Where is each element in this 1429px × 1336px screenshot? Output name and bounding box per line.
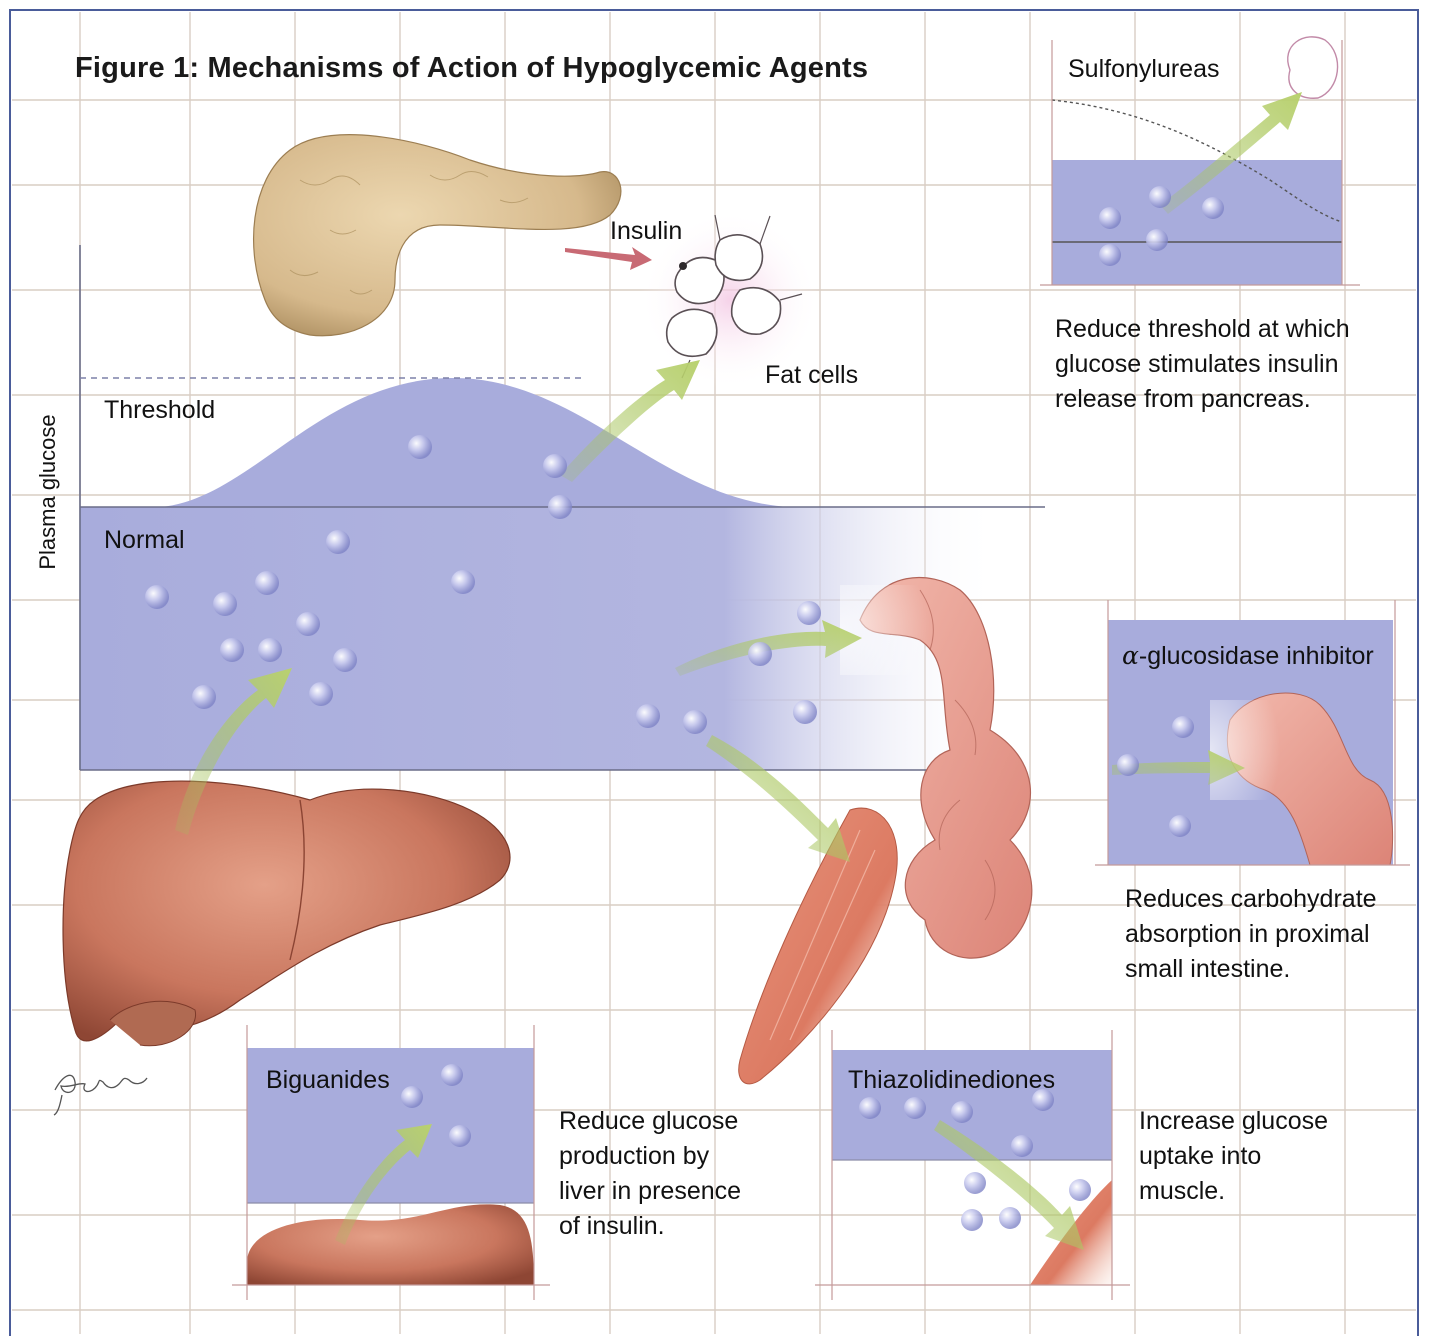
caption-line: Reduce threshold at which — [1055, 312, 1350, 347]
glucose-molecule — [1011, 1135, 1033, 1157]
glucose-molecule — [548, 495, 572, 519]
insulin-arrow — [565, 247, 652, 270]
artist-signature — [54, 1075, 147, 1115]
glucose-molecule — [1117, 754, 1139, 776]
glucose-molecule — [543, 454, 567, 478]
glucose-molecule — [1202, 197, 1224, 219]
alpha-glucosidase-name: -glucosidase inhibitor — [1139, 642, 1374, 670]
alpha-glucosidase-inset — [1095, 600, 1410, 865]
glucose-molecule — [145, 585, 169, 609]
insulin-label: Insulin — [610, 217, 682, 246]
caption-line: Reduces carbohydrate — [1125, 882, 1377, 917]
glucose-molecule — [1169, 815, 1191, 837]
caption-line: small intestine. — [1125, 952, 1377, 987]
thiazolidinediones-caption: Increase glucose uptake into muscle. — [1139, 1104, 1328, 1209]
sulfonylureas-caption: Reduce threshold at which glucose stimul… — [1055, 312, 1350, 417]
glucose-molecule — [859, 1097, 881, 1119]
sulfonylureas-label: Sulfonylureas — [1068, 55, 1219, 84]
glucose-molecule — [255, 571, 279, 595]
glucose-molecule — [636, 704, 660, 728]
glucose-molecule — [904, 1097, 926, 1119]
glucose-molecule — [964, 1172, 986, 1194]
biguanides-caption: Reduce glucose production by liver in pr… — [559, 1104, 741, 1244]
caption-line: muscle. — [1139, 1174, 1328, 1209]
caption-line: of insulin. — [559, 1209, 741, 1244]
glucose-molecule — [192, 685, 216, 709]
alpha-glucosidase-caption: Reduces carbohydrate absorption in proxi… — [1125, 882, 1377, 987]
caption-line: release from pancreas. — [1055, 382, 1350, 417]
glucose-molecule — [793, 700, 817, 724]
glucose-molecule — [296, 612, 320, 636]
glucose-molecule — [1099, 207, 1121, 229]
caption-line: Increase glucose — [1139, 1104, 1328, 1139]
pancreas — [254, 135, 621, 336]
glucose-molecule — [1146, 229, 1168, 251]
glucose-molecule — [797, 601, 821, 625]
caption-line: production by — [559, 1139, 741, 1174]
glucose-molecule — [401, 1086, 423, 1108]
glucose-molecule — [408, 435, 432, 459]
glucose-molecule — [451, 570, 475, 594]
liver — [63, 781, 510, 1046]
glucose-molecule — [1149, 186, 1171, 208]
glucose-molecule — [961, 1209, 983, 1231]
glucose-molecule — [258, 638, 282, 662]
y-axis-label: Plasma glucose — [35, 414, 61, 569]
alpha-symbol: α — [1122, 641, 1139, 670]
glucose-molecule — [748, 642, 772, 666]
glucose-molecule — [213, 592, 237, 616]
biguanides-label: Biguanides — [266, 1066, 390, 1095]
glucose-molecule — [683, 710, 707, 734]
caption-line: absorption in proximal — [1125, 917, 1377, 952]
thiazolidinediones-label: Thiazolidinediones — [848, 1066, 1055, 1095]
glucose-molecule — [326, 530, 350, 554]
glucose-molecule — [333, 648, 357, 672]
glucose-molecule — [1172, 716, 1194, 738]
glucose-molecule — [999, 1207, 1021, 1229]
caption-line: uptake into — [1139, 1139, 1328, 1174]
glucose-molecule — [441, 1064, 463, 1086]
caption-line: liver in presence — [559, 1174, 741, 1209]
glucose-molecule — [309, 682, 333, 706]
glucose-molecule — [1099, 244, 1121, 266]
glucose-molecule — [951, 1101, 973, 1123]
glucose-molecule — [449, 1125, 471, 1147]
alpha-glucosidase-label: α-glucosidase inhibitor — [1122, 641, 1374, 671]
threshold-curve-fill — [80, 378, 1000, 507]
normal-label: Normal — [104, 526, 185, 555]
glucose-molecule — [220, 638, 244, 662]
caption-line: Reduce glucose — [559, 1104, 741, 1139]
glucose-molecule — [1069, 1179, 1091, 1201]
caption-line: glucose stimulates insulin — [1055, 347, 1350, 382]
fat-cells-label: Fat cells — [765, 361, 858, 390]
threshold-label: Threshold — [104, 396, 215, 425]
figure-title: Figure 1: Mechanisms of Action of Hypogl… — [75, 52, 868, 85]
